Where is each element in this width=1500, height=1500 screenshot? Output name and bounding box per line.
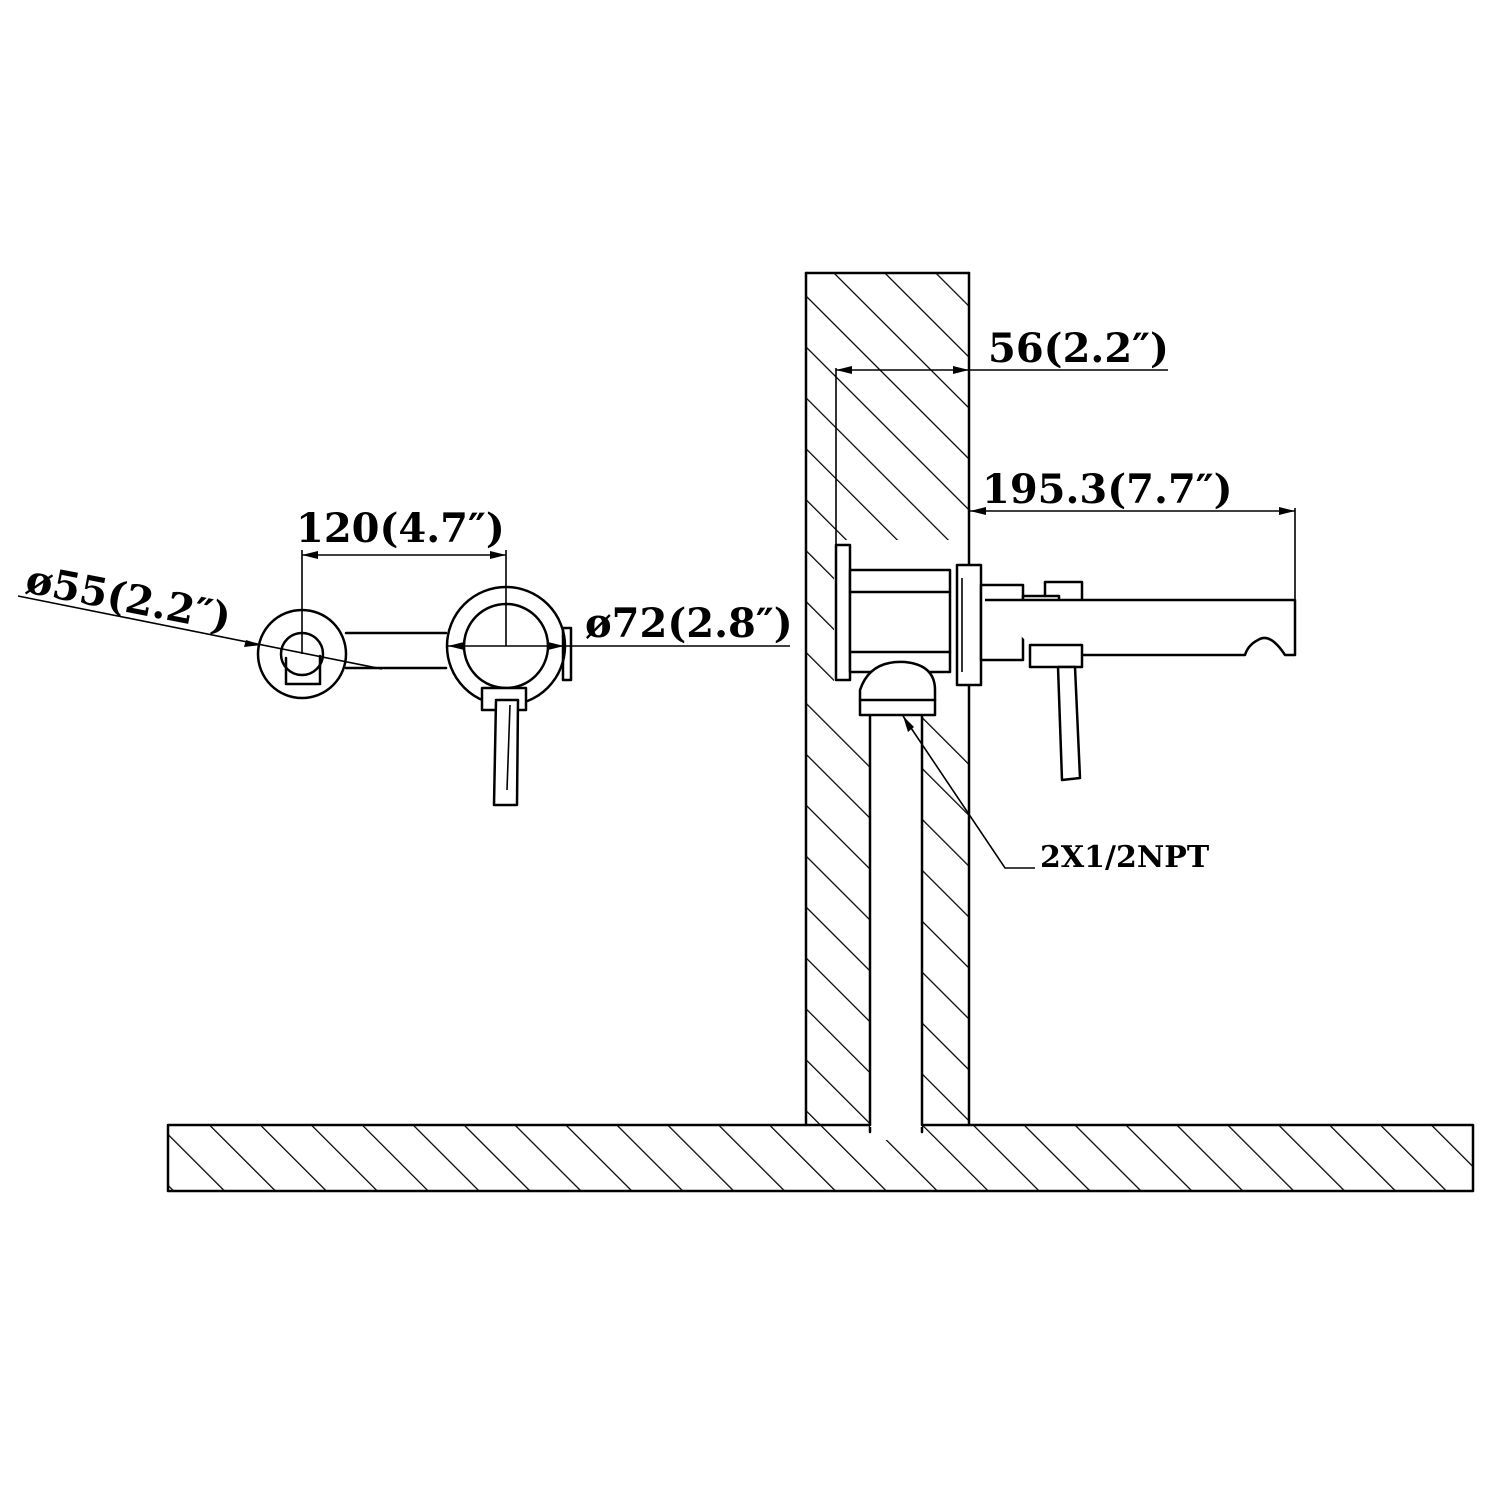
inlet-thread-label: 2X1/2NPT [1040,840,1210,875]
dimension-wall-depth: 56(2.2″) [835,325,1169,545]
floor-section [166,1122,1475,1193]
dimension-center-distance: 120(4.7″) [296,505,507,654]
inlet-callout: 2X1/2NPT [902,715,1210,875]
outlet-diameter-label: ø55(2.2″) [22,556,235,642]
dimension-handle-diameter: ø72(2.8″) [447,600,793,650]
wall-depth-label: 56(2.2″) [988,325,1169,372]
handle-diameter-label: ø72(2.8″) [585,600,793,647]
spout-reach-label: 195.3(7.7″) [982,466,1233,513]
front-view [256,585,573,807]
center-distance-label: 120(4.7″) [296,505,505,552]
dimension-outlet-diameter: ø55(2.2″) [17,556,383,670]
spout [985,598,1297,657]
side-view [834,543,1297,782]
side-lever-handle [1056,665,1082,782]
dimension-spout-reach: 195.3(7.7″) [969,466,1296,600]
lever-handle [492,698,520,807]
